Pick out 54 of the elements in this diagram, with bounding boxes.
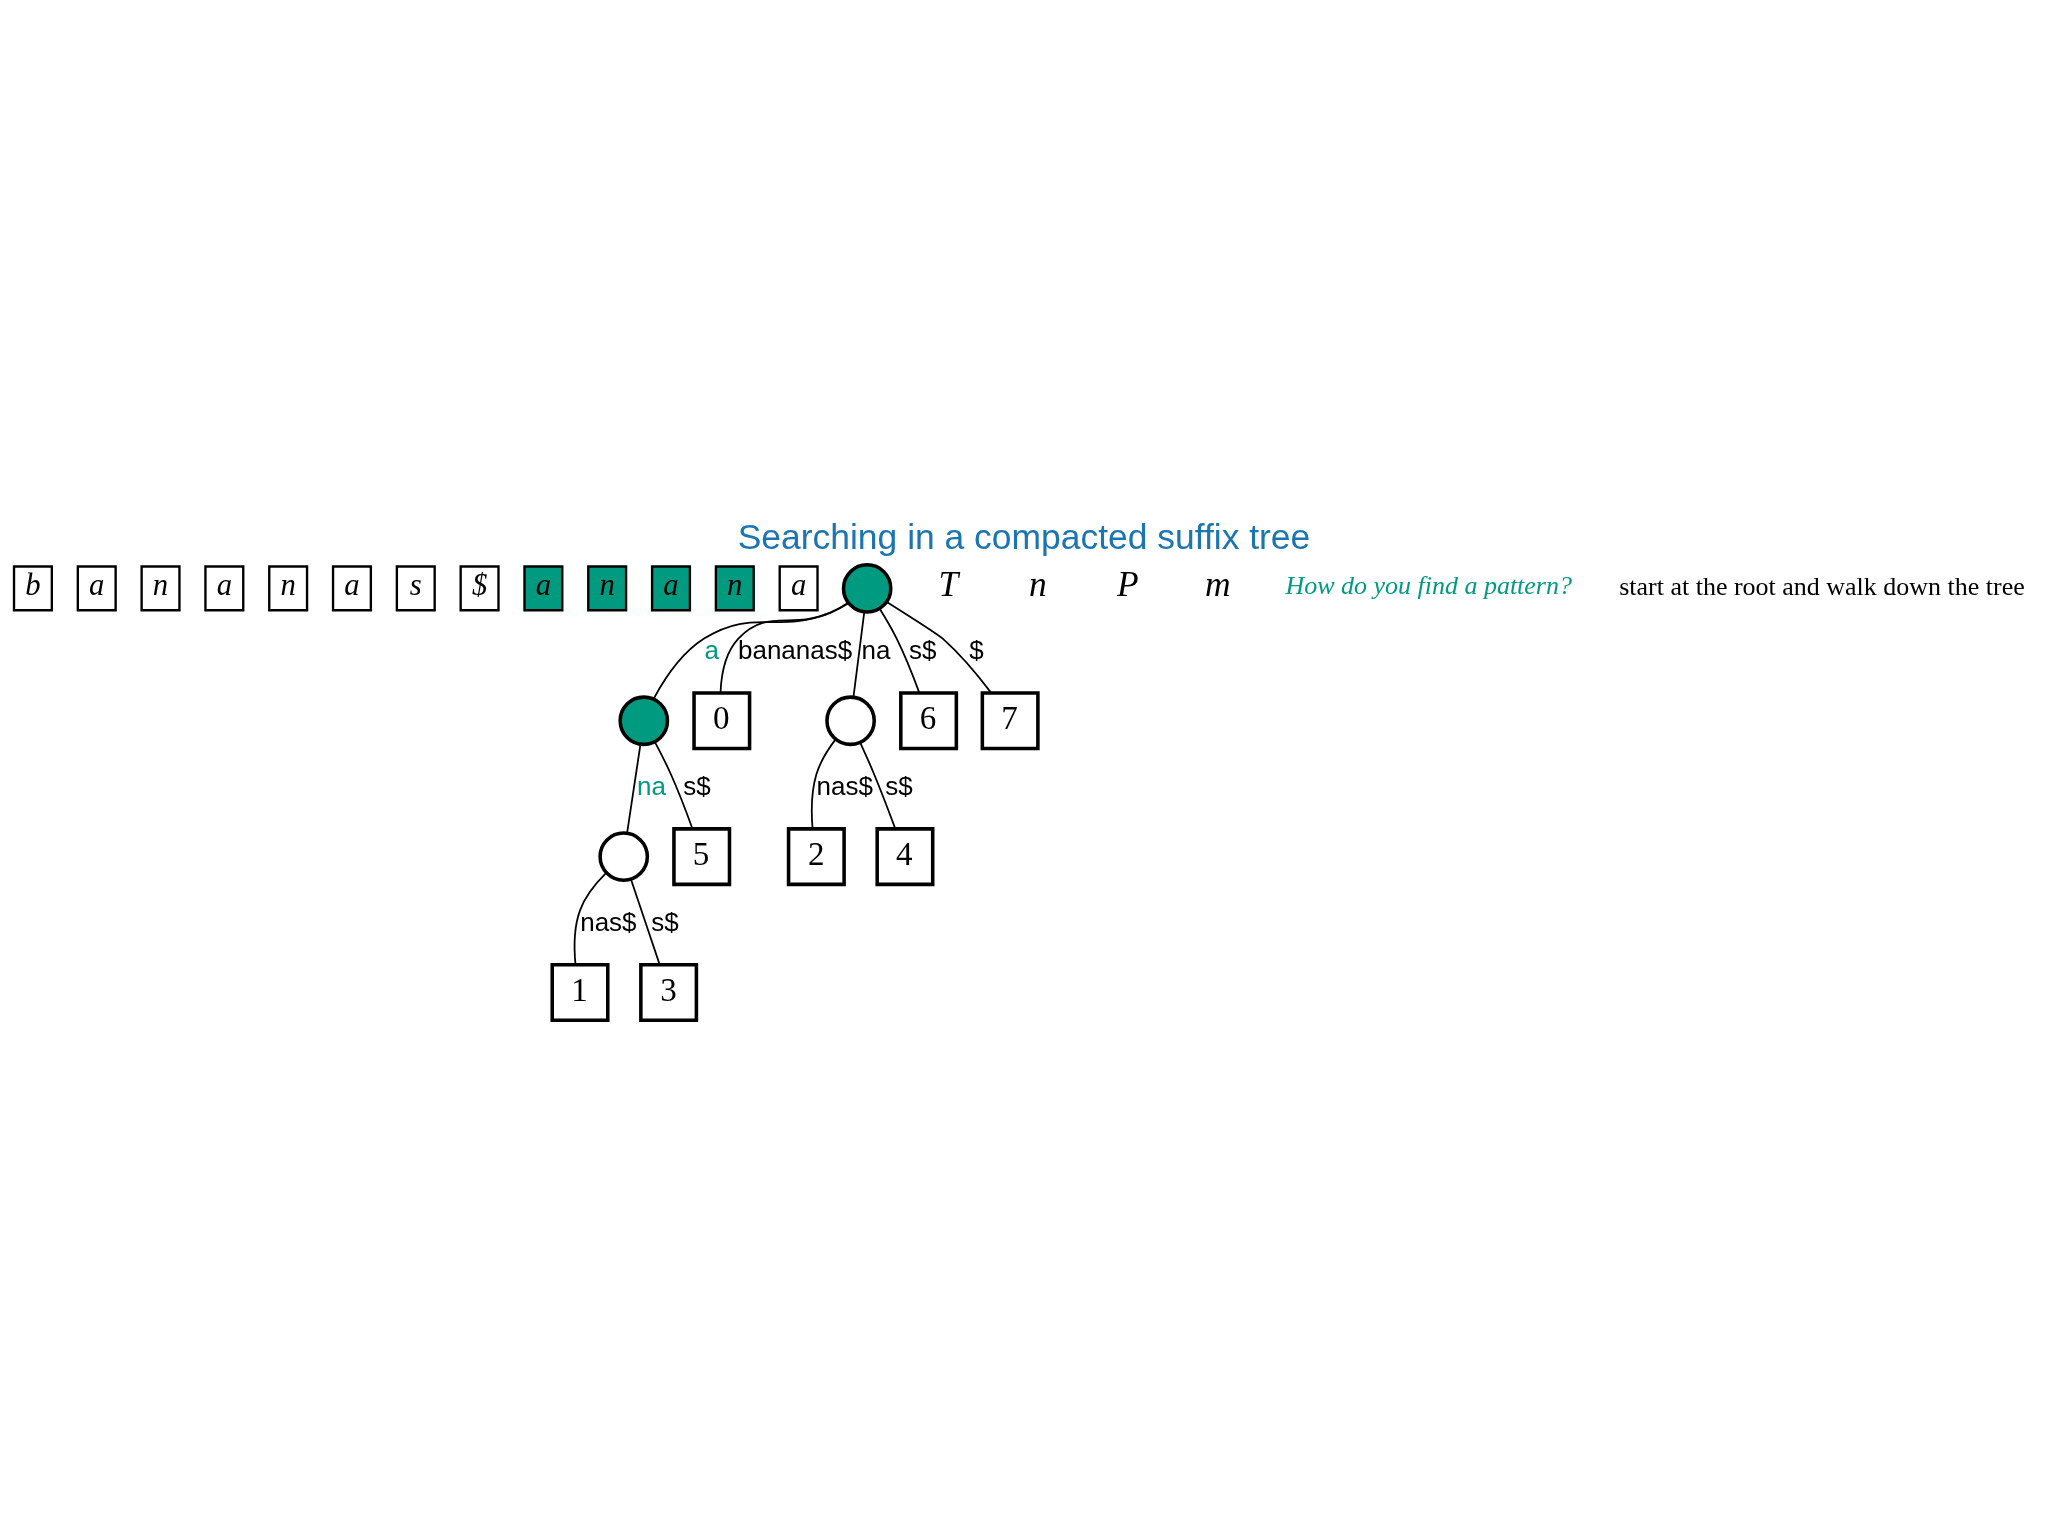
label: P [1117, 564, 1139, 605]
node-box: 6 [899, 691, 959, 751]
node-circle [841, 563, 893, 614]
node-box: n [714, 565, 755, 612]
edge-label: s$ [908, 635, 937, 666]
node-box: a [778, 565, 819, 612]
node-circle [618, 695, 670, 747]
node-box: n [140, 565, 181, 612]
node-box: 4 [875, 827, 935, 887]
edge-label: na [637, 771, 666, 802]
node-box: 7 [980, 691, 1040, 751]
edge-label: s$ [885, 771, 913, 802]
connector [719, 601, 850, 694]
edge-label: bananas$ [737, 635, 853, 666]
label: m [1205, 564, 1231, 605]
node-box: a [76, 565, 117, 612]
connector [652, 602, 850, 700]
diagram-title: Searching in a compacted suffix tree [737, 516, 1311, 557]
label: How do you find a pattern? [1285, 570, 1572, 600]
node-circle [825, 695, 876, 747]
label: n [1029, 564, 1047, 605]
connector [654, 741, 694, 830]
node-box: a [331, 565, 373, 612]
node-box: a [204, 565, 245, 612]
node-box: 2 [786, 827, 846, 887]
connector [852, 611, 866, 699]
node-box: 0 [692, 691, 752, 751]
node-box: b [12, 565, 53, 612]
edge-label: nas$ [816, 771, 873, 802]
node-box: 3 [639, 962, 699, 1023]
connector [885, 601, 992, 694]
connector [878, 607, 921, 694]
node-box: a [523, 565, 564, 612]
node-box: $ [459, 565, 500, 612]
label: T [938, 564, 959, 605]
connector [810, 738, 837, 830]
node-box: a [650, 565, 692, 612]
node-box: 5 [672, 827, 732, 887]
edge-label: na [861, 635, 891, 666]
edge-label: s$ [651, 907, 679, 938]
connector [630, 878, 661, 966]
edge-label: a [704, 635, 719, 666]
node-box: n [268, 565, 309, 612]
edge-label: s$ [683, 771, 711, 802]
node-box: s [395, 565, 436, 612]
node-circle [598, 831, 650, 882]
connector [626, 743, 642, 834]
edge-label: $ [969, 635, 984, 666]
node-box: n [587, 565, 628, 612]
edge-label: nas$ [580, 907, 637, 938]
connector [573, 872, 608, 966]
node-box: 1 [550, 962, 610, 1023]
connector [859, 741, 897, 830]
label: start at the root and walk down the tree [1619, 572, 2025, 602]
